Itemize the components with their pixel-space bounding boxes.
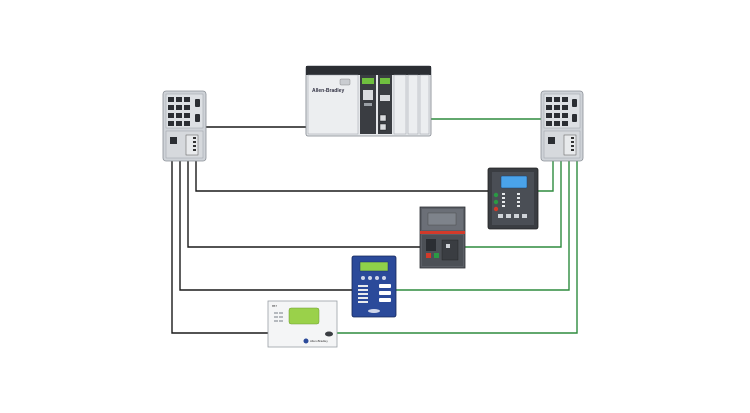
- link-left-switch-to-circuit-breaker: [187, 160, 420, 248]
- link-right-switch-to-protection-relay: [538, 160, 554, 192]
- hmi-model-label: 857: [272, 304, 277, 308]
- link-left-switch-to-motor-relay: [179, 160, 352, 291]
- link-left-switch-to-protection-relay: [195, 160, 488, 192]
- hmi-brand-logo: Allen-Bradley: [310, 339, 328, 343]
- controller-chassis[interactable]: Allen-Bradley: [305, 65, 432, 137]
- link-right-switch-to-circuit-breaker: [465, 160, 562, 248]
- left-ethernet-switch[interactable]: [162, 90, 207, 162]
- circuit-breaker[interactable]: [419, 206, 466, 269]
- right-ethernet-switch[interactable]: [540, 90, 584, 162]
- controller-brand-logo: Allen-Bradley: [312, 88, 344, 94]
- hmi-operator-panel[interactable]: 857 Allen-Bradley: [267, 300, 338, 348]
- link-right-switch-to-hmi-panel: [337, 160, 578, 334]
- protection-relay[interactable]: [487, 167, 539, 230]
- motor-protection-relay[interactable]: [351, 255, 397, 318]
- link-left-switch-to-hmi-panel: [171, 160, 268, 334]
- link-right-switch-to-motor-relay: [396, 160, 570, 291]
